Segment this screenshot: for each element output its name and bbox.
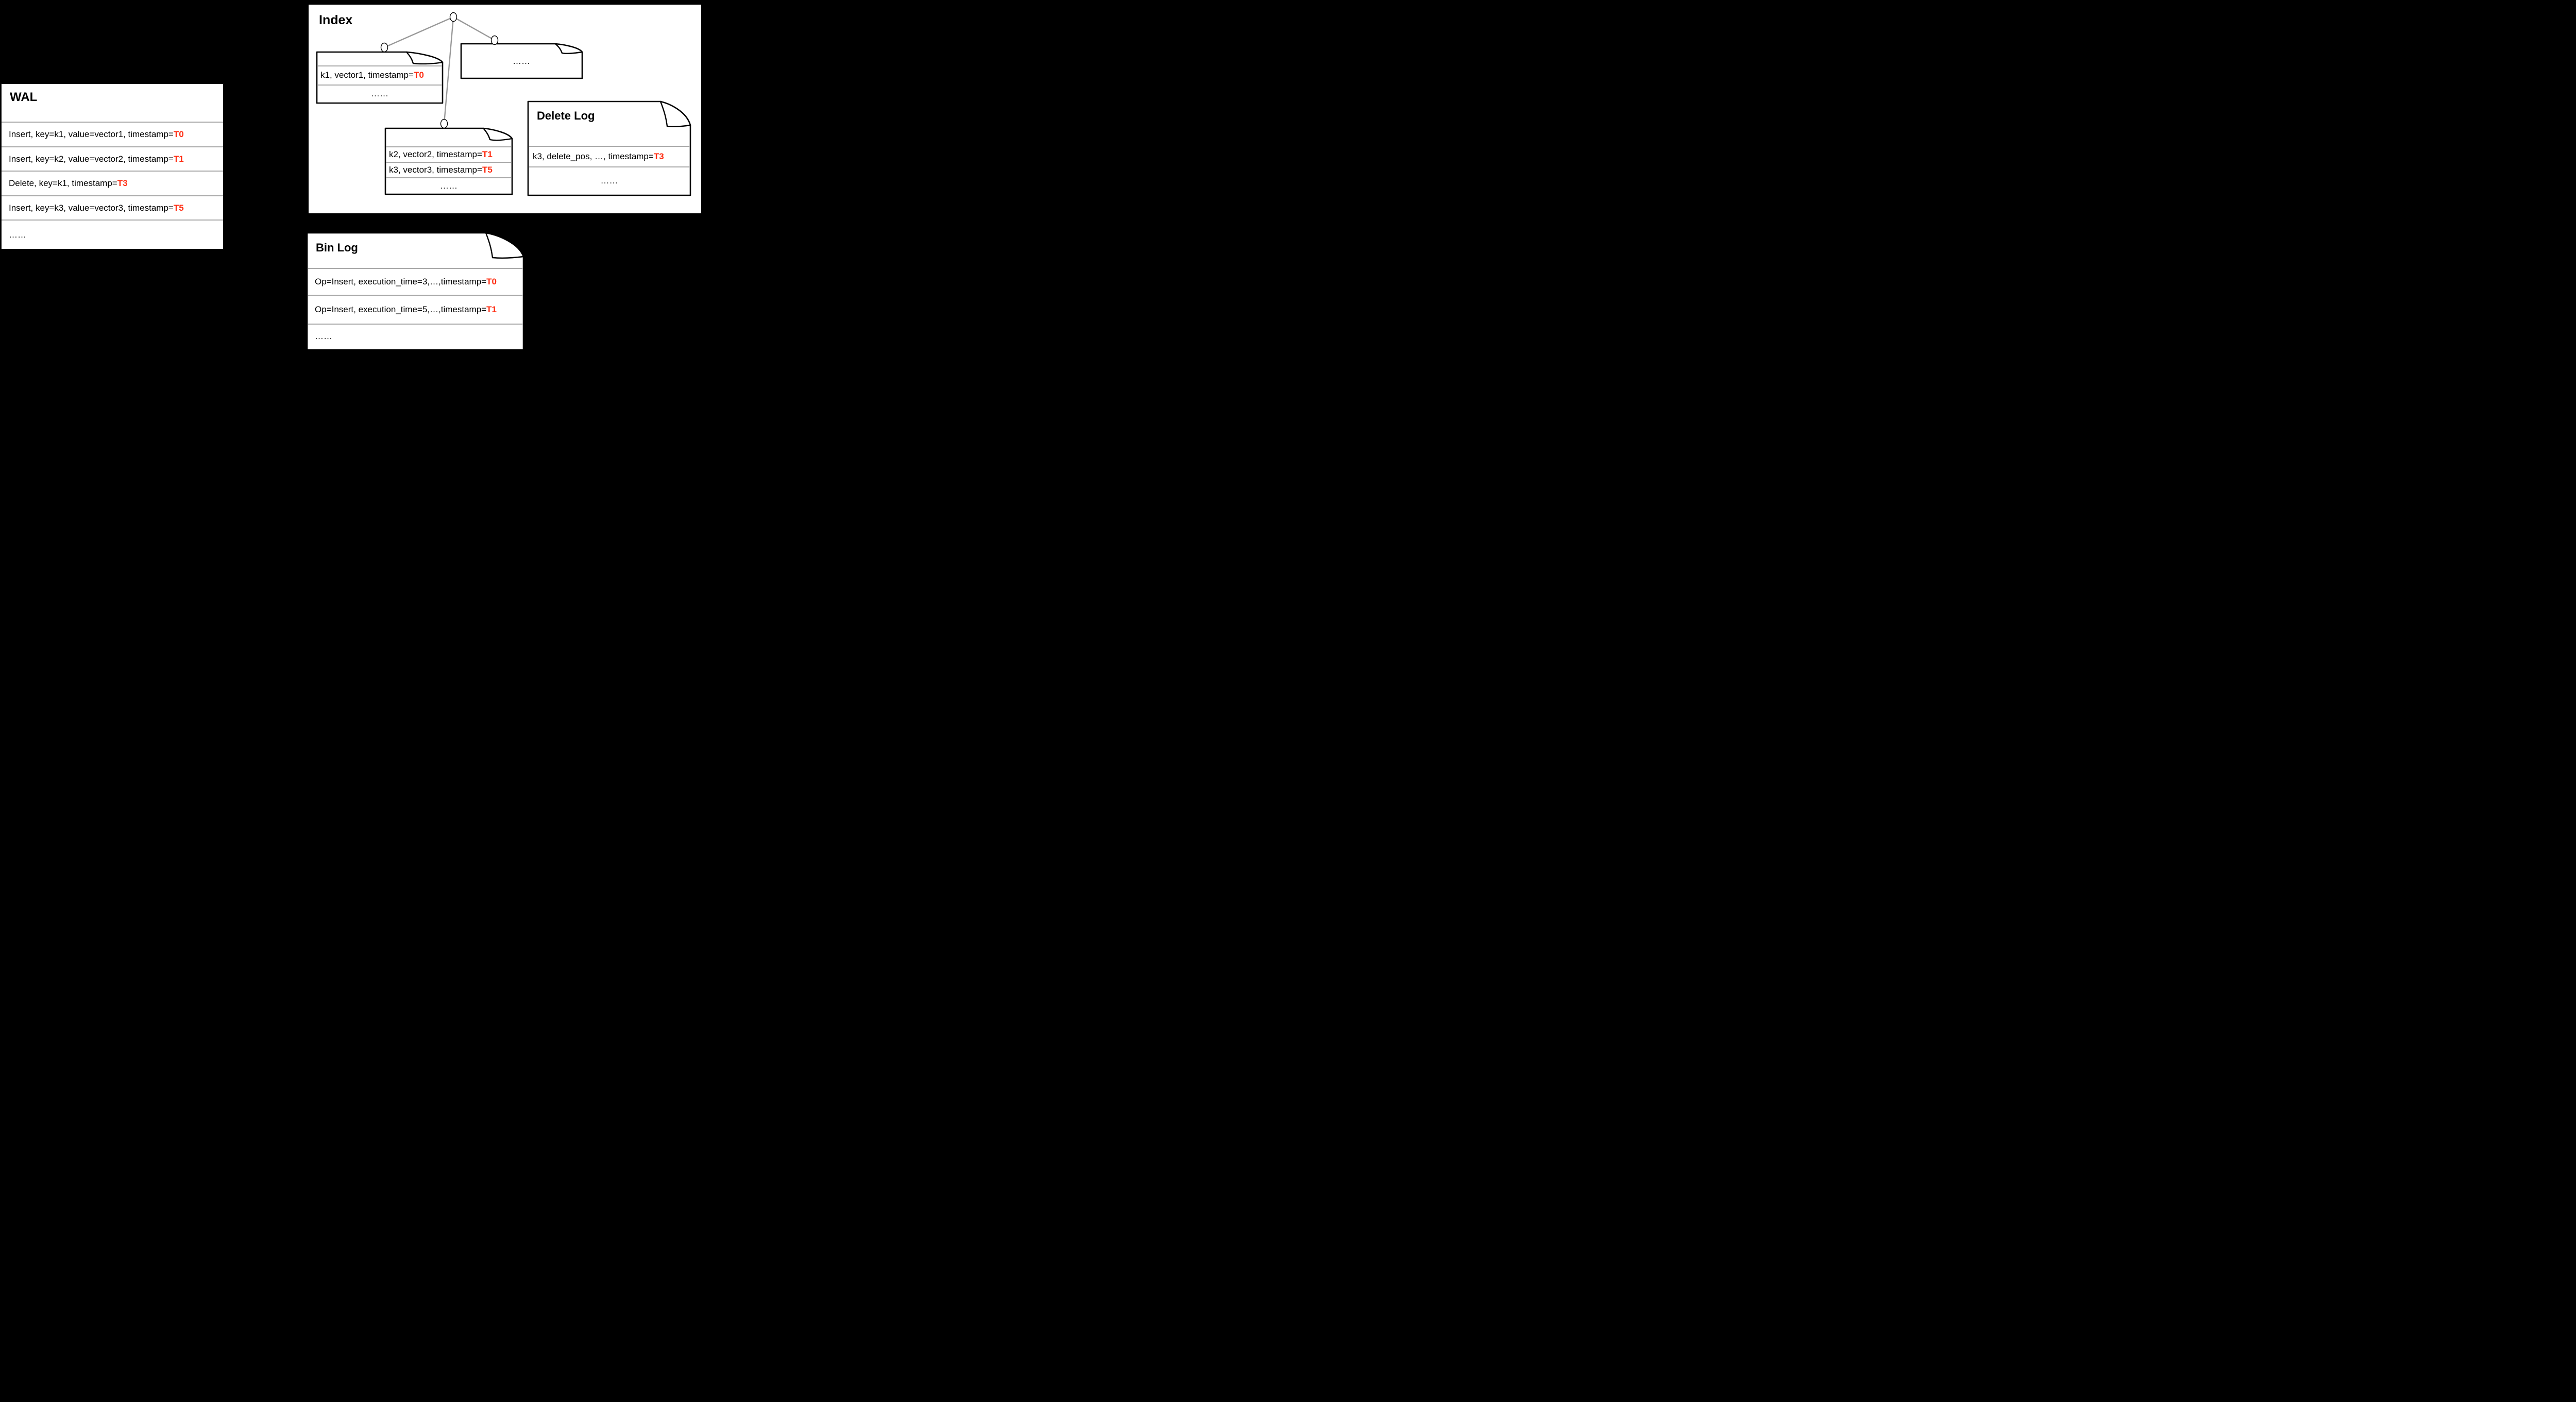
row-text: k1, vector1, timestamp=	[320, 70, 414, 80]
row-text: k2, vector2, timestamp=	[389, 149, 482, 159]
row-text: k3, delete_pos, …, timestamp=	[533, 151, 654, 161]
separator-line	[308, 295, 523, 296]
separator-line	[308, 324, 523, 325]
index-k2k3-dots-row: ……	[386, 178, 512, 193]
separator-line	[317, 85, 442, 86]
separator-line	[386, 177, 512, 179]
row-text: ……	[371, 89, 388, 98]
wal-row-timestamp: T0	[173, 129, 184, 139]
index-k2-row: k2, vector2, timestamp=T1	[389, 147, 510, 161]
index-k1-row: k1, vector1, timestamp=T0	[320, 66, 440, 84]
separator-line	[317, 65, 442, 67]
wal-row-timestamp: T3	[117, 178, 128, 188]
row-text: Op=Insert, execution_time=5,…,timestamp=	[315, 304, 487, 314]
wal-row: Insert, key=k1, value=vector1, timestamp…	[2, 122, 223, 146]
index-k3-row: k3, vector3, timestamp=T5	[389, 162, 510, 177]
bin-log-title: Bin Log	[316, 241, 358, 254]
wal-row-timestamp: T1	[173, 154, 184, 164]
index-more-dots-row: ……	[462, 44, 581, 77]
wal-row-timestamp: T5	[173, 202, 184, 213]
delete-log-row: k3, delete_pos, …, timestamp=T3	[533, 146, 687, 166]
row-timestamp: T0	[413, 70, 424, 80]
row-text: Op=Insert, execution_time=3,…,timestamp=	[315, 276, 487, 286]
row-text: k3, vector3, timestamp=	[389, 164, 482, 175]
row-timestamp: T5	[482, 164, 493, 175]
row-text: ……	[513, 56, 530, 66]
wal-row-text: Insert, key=k1, value=vector1, timestamp…	[9, 129, 174, 139]
row-text: ……	[440, 180, 457, 191]
wal-row-text: Insert, key=k2, value=vector2, timestamp…	[9, 154, 174, 164]
bin-log-dots-row: ……	[315, 324, 521, 348]
separator-line	[386, 146, 512, 148]
wal-row: Insert, key=k2, value=vector2, timestamp…	[2, 146, 223, 171]
wal-row-text: Insert, key=k3, value=vector3, timestamp…	[9, 202, 174, 213]
bin-log-row: Op=Insert, execution_time=5,…,timestamp=…	[315, 295, 521, 323]
wal-box: WAL Insert, key=k1, value=vector1, times…	[1, 83, 224, 249]
labels-layer: k1, vector1, timestamp=T0 …… k2, vector2…	[0, 0, 704, 350]
wal-title: WAL	[10, 90, 38, 104]
wal-row: Insert, key=k3, value=vector3, timestamp…	[2, 195, 223, 219]
separator-line	[386, 162, 512, 163]
row-timestamp: T1	[486, 304, 497, 314]
wal-row: Delete, key=k1, timestamp=T3	[2, 171, 223, 195]
row-text: ……	[315, 331, 332, 341]
diagram-stage: WAL Insert, key=k1, value=vector1, times…	[0, 0, 704, 350]
index-title: Index	[319, 13, 353, 27]
delete-log-dots-row: ……	[529, 167, 690, 194]
index-k1-dots-row: ……	[317, 85, 442, 102]
bin-log-row: Op=Insert, execution_time=3,…,timestamp=…	[315, 268, 521, 294]
wal-row-text: ……	[9, 229, 26, 240]
row-timestamp: T0	[486, 276, 497, 286]
row-text: ……	[600, 175, 618, 185]
separator-line	[529, 146, 690, 147]
wal-row-text: Delete, key=k1, timestamp=	[9, 178, 117, 188]
row-timestamp: T1	[482, 149, 493, 159]
wal-row: ……	[2, 219, 223, 249]
separator-line	[308, 268, 523, 269]
separator-line	[529, 166, 690, 168]
delete-log-title: Delete Log	[537, 109, 595, 122]
row-timestamp: T3	[653, 151, 664, 161]
